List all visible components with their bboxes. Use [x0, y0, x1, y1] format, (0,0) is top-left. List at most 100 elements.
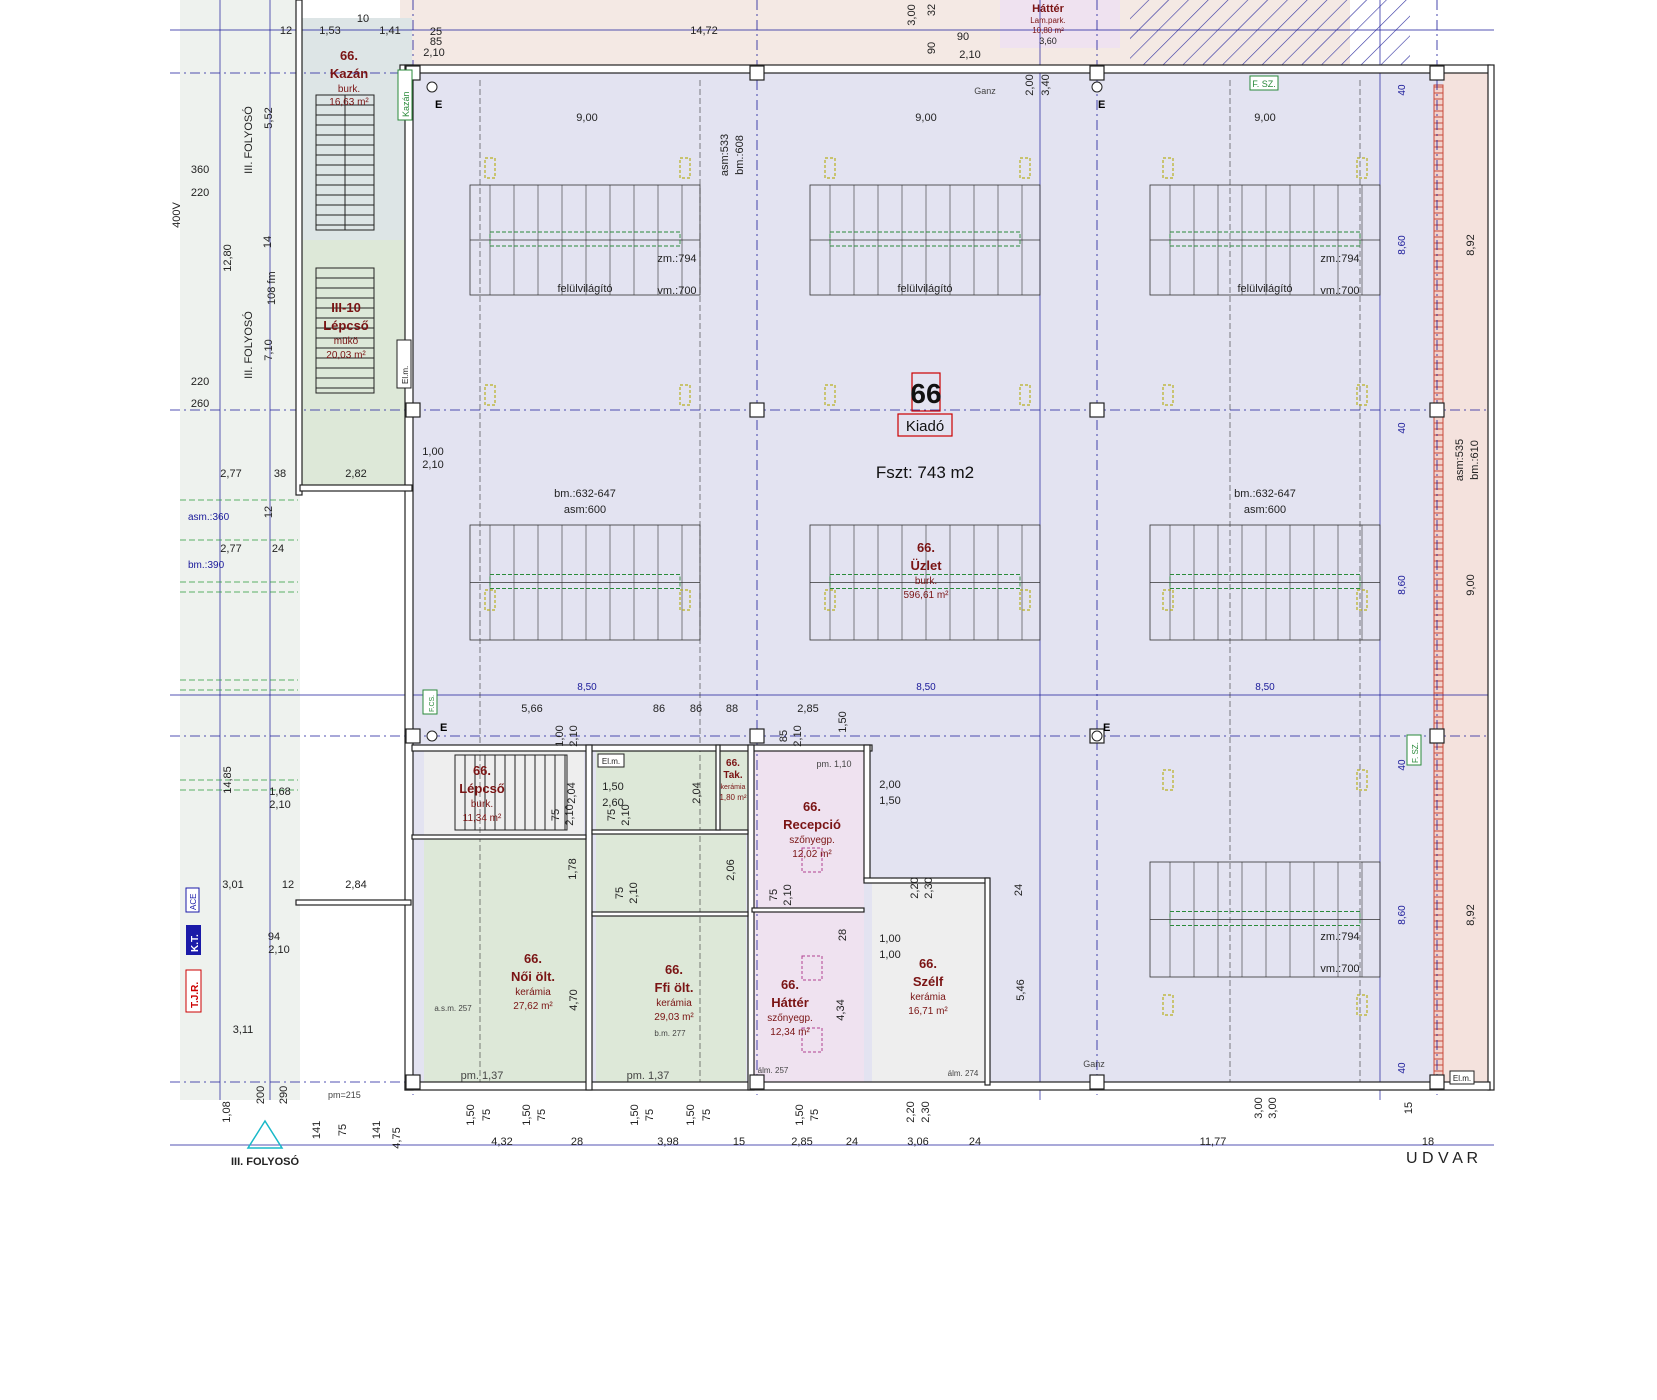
ace-tag-box [185, 887, 200, 913]
dimension: 2,85 [797, 703, 818, 715]
unit-status-box [897, 413, 953, 437]
recepcio-area: 12,02 m² [792, 849, 832, 860]
dimension: 25 [430, 26, 442, 38]
dimension: 4,75 [391, 1127, 403, 1148]
kazan-room [302, 18, 412, 240]
column [1089, 65, 1105, 81]
dimension: 8,50 [577, 682, 597, 693]
e-markers: E E E E [426, 81, 1110, 742]
dimension: 3,00 [1253, 1097, 1265, 1118]
dimension: 75 [768, 889, 780, 901]
dimension: 1,50 [879, 795, 900, 807]
dimension: 1,08 [221, 1101, 233, 1122]
bm608-label: bm.:608 [734, 135, 746, 175]
light-fixture [1356, 384, 1368, 406]
szelf-room [872, 878, 987, 1085]
lepcso-upper-floor: mükö [334, 336, 359, 347]
column [749, 728, 765, 744]
szelf-name: Szélf [913, 974, 944, 989]
unit-status: Kiadó [906, 418, 944, 435]
hatter-top-name: Háttér [1032, 3, 1065, 15]
bm277: b.m. 277 [654, 1029, 686, 1038]
dimension: 200 [255, 1086, 267, 1104]
column [1429, 728, 1445, 744]
dimension: 40 [1397, 1062, 1408, 1074]
e-marker-2: E [1098, 99, 1105, 111]
column [1429, 402, 1445, 418]
dimension: 8,50 [916, 682, 936, 693]
dimension: 88 [726, 703, 738, 715]
walls [295, 0, 1495, 1091]
dimension: 2,10 [792, 725, 804, 746]
tak-floor: kerámia [721, 784, 746, 791]
dimension: 75 [809, 1109, 821, 1121]
dimension: 75 [481, 1109, 493, 1121]
kazan-floor: burk. [338, 84, 360, 95]
fm108: 108 fm [266, 271, 278, 305]
e-marker-1: E [435, 99, 442, 111]
light-fixtures [484, 157, 1368, 1053]
dimension: 3,00 [1267, 1097, 1279, 1118]
column [749, 1074, 765, 1090]
dimension: 4,70 [568, 989, 580, 1010]
dimension: 28 [837, 929, 849, 941]
dimension: 15 [733, 1136, 745, 1148]
corridor-bottom-label: III. FOLYOSÓ [231, 1155, 299, 1168]
dimension: 5,46 [1015, 979, 1027, 1000]
dimension: 18 [1422, 1136, 1434, 1148]
dimension: 1,50 [602, 781, 623, 793]
alm257: álm. 257 [758, 1066, 789, 1075]
elm-tag-bottom: El.m. [1453, 1074, 1471, 1083]
dimension: 12 [282, 879, 294, 891]
dimension: 85 [430, 36, 442, 48]
dimension: 40 [1397, 422, 1408, 434]
dimension: 2,10 [628, 882, 640, 903]
dimension: 85 [778, 730, 790, 742]
dimension: 11,77 [1200, 1136, 1227, 1148]
dimension: 24 [846, 1136, 858, 1148]
right-wall-hatch [1433, 84, 1444, 1081]
dimension: 5,66 [521, 703, 542, 715]
dimension: 9,00 [915, 112, 936, 124]
tak-num: 66. [726, 758, 740, 769]
dimension: 1,50 [465, 1104, 477, 1125]
dimension: 3,01 [222, 879, 243, 891]
ffi-name: Ffi ölt. [655, 980, 694, 995]
light-fixture [1162, 384, 1174, 406]
recepcio-room [752, 750, 864, 910]
hatter-lower-area: 12,34 m² [770, 1027, 810, 1038]
hatter-top-extra: 3,60 [1039, 36, 1057, 46]
asm535-label: asm:535 [1454, 439, 1466, 481]
dimension: 141 [311, 1121, 323, 1139]
dimension: 12 [280, 25, 292, 37]
dimension: 2,77 [220, 468, 241, 480]
noi-oltozo-room [424, 835, 586, 1085]
dimension: 75 [614, 887, 626, 899]
kazan-stair [315, 94, 375, 231]
dimension: 3,40 [1040, 74, 1052, 95]
dimension: 24 [969, 1136, 981, 1148]
dimension: 8,60 [1397, 905, 1408, 925]
light-fixture [679, 384, 691, 406]
dimension: 4,32 [491, 1136, 512, 1148]
dimension: 28 [571, 1136, 583, 1148]
stair-outline [315, 267, 375, 394]
dimension: 12 [263, 506, 275, 518]
light-fixture [679, 157, 691, 179]
kazan-tag: Kazán [401, 91, 411, 117]
dimension: 2,10 [564, 804, 576, 825]
fsz-tag: F. SZ. [1252, 79, 1276, 89]
dimension: 75 [701, 1109, 713, 1121]
kazan-name: Kazán [330, 66, 368, 81]
light-fixture [1019, 157, 1031, 179]
dimension: 1,41 [379, 25, 400, 37]
dimension: 86 [690, 703, 702, 715]
hatter-top-floor: Lam.park. [1030, 16, 1066, 25]
dimension: 75 [644, 1109, 656, 1121]
elm-tag-mid: El.m. [602, 757, 620, 766]
hatter-lower-floor: szőnyegp. [767, 1013, 813, 1024]
column [405, 1074, 421, 1090]
dimension: 3,11 [233, 1024, 254, 1036]
dimension: 2,20 [905, 1101, 917, 1122]
recepcio-floor: szőnyegp. [789, 835, 835, 846]
